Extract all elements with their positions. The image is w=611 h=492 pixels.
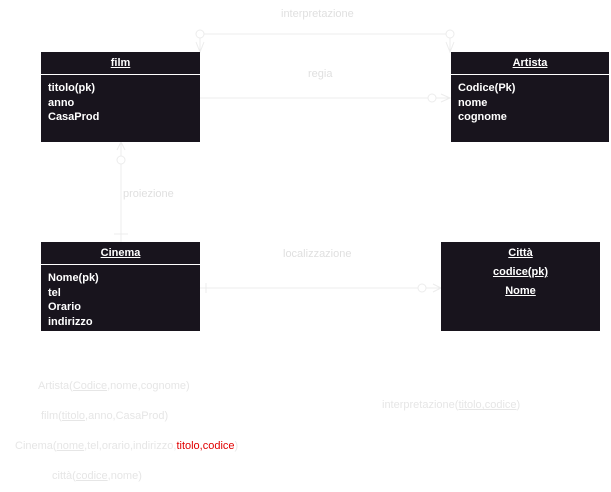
entity-cinema[interactable]: Cinema Nome(pk) tel Orario indirizzo [41, 242, 200, 331]
citta-attribute: Nome [505, 285, 536, 297]
relationship-label-regia: regia [308, 68, 333, 80]
schema-citta-rest: ,nome) [107, 470, 142, 482]
schema-artista: Artista(Codice,nome,cognome) [38, 380, 190, 392]
schema-artista-prefix: Artista( [38, 380, 73, 392]
interpretazione-connector [199, 33, 451, 52]
schema-interpretazione-key: titolo,codice [458, 399, 517, 411]
film-attribute: anno [48, 96, 75, 109]
schema-cinema-foreign-key: titolo,codice [176, 440, 235, 452]
interpretazione-crowfoot-left [195, 41, 205, 54]
schema-film-prefix: film( [41, 410, 62, 422]
schema-film-key: titolo [61, 410, 86, 422]
schema-cinema-prefix: Cinema( [15, 440, 57, 452]
interpretazione-crowfoot-right [445, 41, 455, 54]
entity-artista-title: Artista [451, 52, 609, 75]
schema-interpretazione-rest: ) [516, 399, 521, 411]
schema-artista-rest: ,nome,cognome) [107, 380, 190, 392]
schema-interpretazione: interpretazione(titolo,codice) [382, 399, 520, 411]
entity-film-title: film [41, 52, 200, 75]
interpretazione-circle-right [445, 29, 455, 39]
cinema-attribute: Nome(pk) [48, 272, 99, 284]
schema-cinema-close: ) [234, 440, 239, 452]
artista-attribute: nome [458, 96, 488, 109]
artista-attribute: Codice(Pk) [458, 82, 516, 94]
entity-film-attributes: titolo(pk) anno CasaProd [41, 75, 200, 131]
entity-artista[interactable]: Artista Codice(Pk) nome cognome [451, 52, 609, 142]
schema-citta: città(codice,nome) [52, 470, 142, 482]
relationship-label-localizzazione: localizzazione [283, 248, 352, 260]
cinema-attribute: indirizzo [48, 315, 93, 328]
proiezione-crowfoot [116, 140, 126, 151]
citta-attribute: codice(pk) [492, 266, 548, 278]
schema-film: film(titolo,anno,CasaProd) [41, 410, 168, 422]
entity-cinema-title: Cinema [41, 242, 200, 265]
entity-citta[interactable]: Città codice(pk) Nome [441, 242, 600, 331]
regia-circle [427, 93, 437, 103]
schema-artista-key: Codice [72, 380, 108, 392]
schema-cinema: Cinema(nome,tel,orario,indirizzo,titolo,… [15, 440, 238, 452]
cinema-attribute: tel [48, 286, 61, 299]
entity-film[interactable]: film titolo(pk) anno CasaProd [41, 52, 200, 142]
film-attribute: CasaProd [48, 111, 100, 123]
localizzazione-circle [417, 283, 427, 293]
cinema-attribute: Orario [48, 301, 82, 313]
schema-cinema-key: nome [56, 440, 85, 452]
film-attribute: titolo(pk) [48, 82, 96, 94]
entity-cinema-attributes: Nome(pk) tel Orario indirizzo [41, 265, 200, 335]
interpretazione-circle-left [195, 29, 205, 39]
entity-artista-attributes: Codice(Pk) nome cognome [451, 75, 609, 131]
schema-film-rest: ,anno,CasaProd) [85, 410, 169, 422]
schema-citta-prefix: città( [52, 470, 76, 482]
schema-citta-key: codice [75, 470, 108, 482]
relationship-label-interpretazione: interpretazione [281, 8, 354, 20]
schema-cinema-rest: ,tel,orario,indirizzo, [84, 440, 177, 452]
regia-crowfoot [440, 93, 452, 103]
proiezione-circle [116, 155, 126, 165]
relationship-label-proiezione: proiezione [123, 188, 174, 200]
artista-attribute: cognome [458, 111, 507, 123]
entity-citta-title: Città [508, 247, 533, 259]
schema-interpretazione-prefix: interpretazione( [382, 399, 459, 411]
